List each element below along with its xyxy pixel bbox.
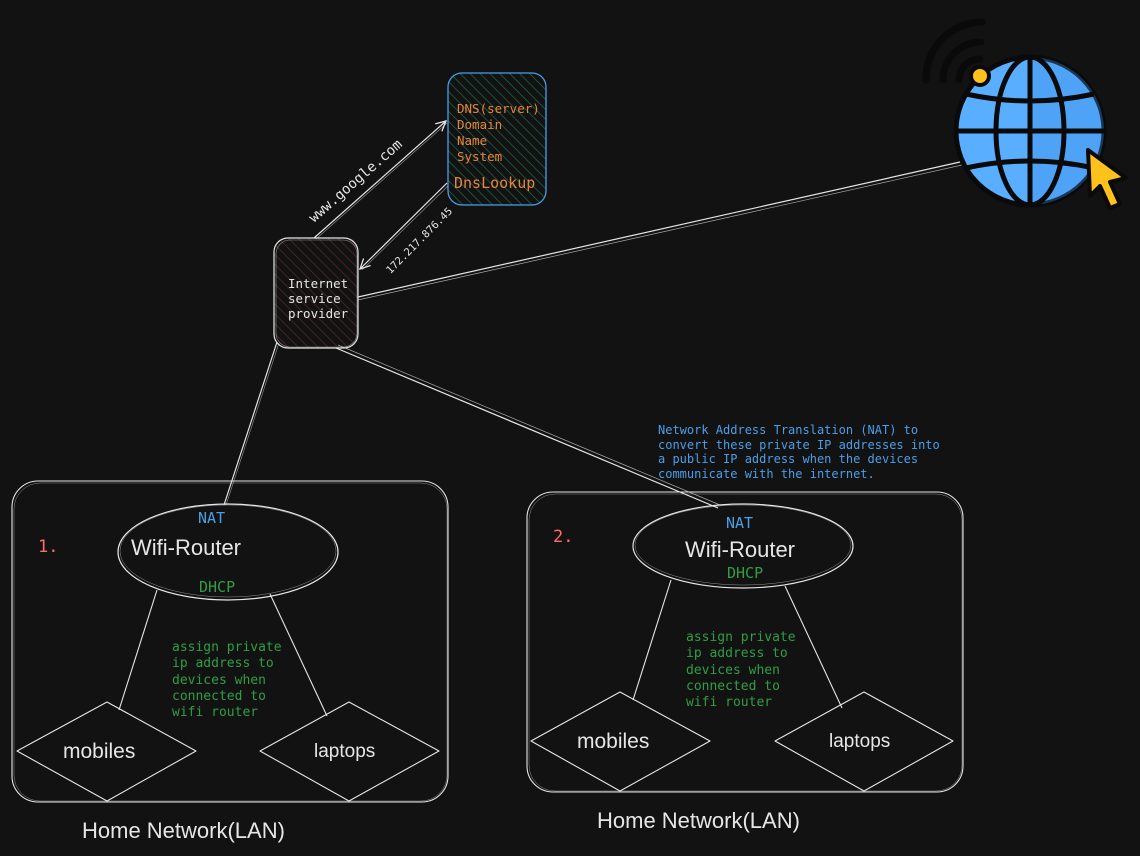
net1-note-line-1: assign private	[172, 640, 282, 655]
net1-note-line-5: wifi router	[172, 705, 259, 721]
home-network-1	[11, 480, 449, 803]
isp-box	[273, 237, 359, 349]
router-1-ellipse	[117, 503, 339, 601]
net1-note-line-3: devices when	[172, 672, 266, 688]
net2-note-line-1: assign private	[686, 630, 796, 645]
router-2-dhcp-label: DHCP	[727, 564, 764, 582]
mobiles-1-diamond	[16, 701, 197, 802]
nat-note-line-1: Network Address Translation (NAT) to	[658, 423, 919, 437]
home-network-2	[526, 491, 964, 793]
dns-line-3: Name	[457, 133, 488, 148]
dns-request-arrow	[313, 121, 448, 240]
router-1-nat-label: NAT	[198, 509, 226, 527]
network-2-number: 2.	[553, 527, 574, 547]
dns-lookup-label: DnsLookup	[454, 174, 536, 192]
net2-note-line-2: ip address to	[686, 646, 788, 662]
isp-line-2: service	[288, 291, 341, 306]
network-2-dhcp-note: assign private ip address to devices whe…	[686, 630, 796, 711]
network-1-number: 1.	[38, 537, 59, 557]
network-2-caption: Home Network(LAN)	[597, 808, 800, 833]
dns-response-arrow	[360, 182, 449, 271]
network-1-dhcp-note: assign private ip address to devices whe…	[172, 640, 282, 721]
dns-server-box	[447, 72, 547, 206]
net1-note-line-2: ip address to	[172, 656, 274, 672]
globe-wifi-cursor-icon	[922, 18, 1128, 210]
dns-description: DNS(server) Domain Name System	[457, 101, 540, 165]
nat-note-line-3: a public IP address when the devices	[658, 452, 919, 467]
router-1-label: Wifi-Router	[131, 535, 242, 560]
network-1-laptops-label: laptops	[314, 741, 376, 762]
router-2-ellipse	[632, 503, 854, 589]
net2-note-line-4: connected to	[686, 678, 780, 694]
network-1-mobiles-label: mobiles	[63, 740, 136, 763]
nat-note-line-2: convert these private IP addresses into	[658, 437, 940, 452]
dns-line-4: System	[457, 149, 503, 164]
nat-note-line-4: communicate with the internet.	[658, 466, 875, 481]
net1-note-line-4: connected to	[172, 688, 266, 704]
net2-note-line-3: devices when	[686, 662, 780, 678]
dns-line-1: DNS(server)	[457, 101, 540, 116]
isp-internet-link	[357, 161, 963, 301]
router-2-nat-label: NAT	[726, 514, 754, 532]
isp-router2-link	[335, 344, 721, 509]
nat-note: Network Address Translation (NAT) to con…	[658, 423, 940, 481]
router-2-label: Wifi-Router	[685, 537, 796, 562]
isp-label: Internet service provider	[288, 276, 348, 321]
laptops-2-diamond	[774, 691, 954, 792]
isp-router1-link	[223, 341, 280, 506]
mobiles-2-diamond	[530, 691, 711, 792]
isp-line-1: Internet	[288, 276, 349, 291]
net2-note-line-5: wifi router	[686, 695, 773, 711]
dns-line-2: Domain	[457, 117, 503, 132]
isp-line-3: provider	[288, 306, 349, 321]
network-2-mobiles-label: mobiles	[577, 730, 650, 753]
network-2-laptops-label: laptops	[829, 731, 891, 752]
network-1-caption: Home Network(LAN)	[82, 818, 285, 843]
laptops-1-diamond	[259, 701, 440, 802]
router-1-dhcp-label: DHCP	[199, 578, 236, 596]
